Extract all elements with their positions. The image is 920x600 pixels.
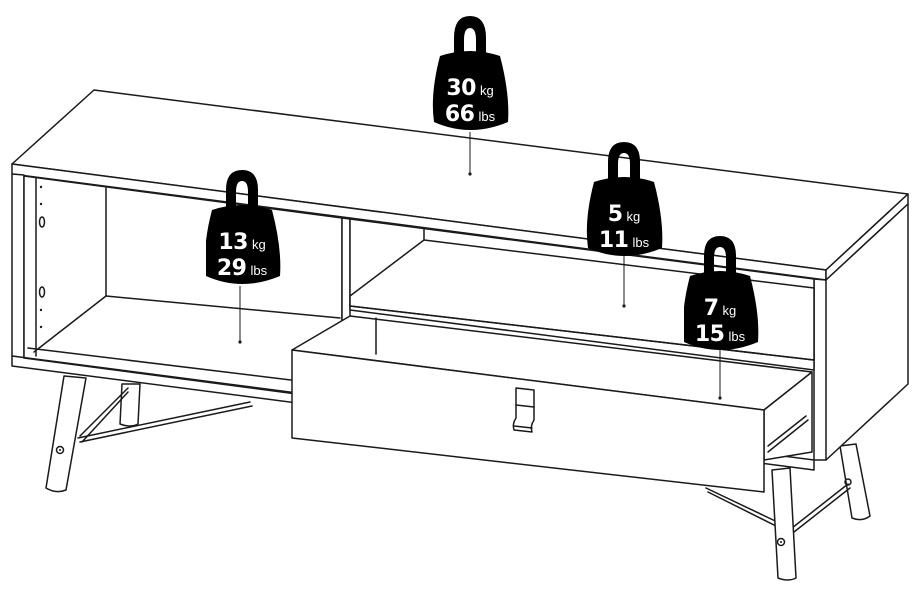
leg-braces	[77, 387, 852, 533]
weight-kg-unit: kg	[251, 237, 266, 252]
weight-kg-unit: kg	[479, 83, 494, 98]
weight-kg-unit: kg	[722, 303, 737, 318]
weight-lbs-value: 66	[444, 102, 475, 127]
weight-lbs-unit: lbs	[632, 235, 650, 250]
kettlebell-weight-icon	[684, 236, 759, 350]
weight-lbs-unit: lbs	[728, 329, 746, 344]
kettlebell-weight-icon	[432, 16, 509, 130]
weight-lbs-value: 11	[598, 228, 629, 253]
weight-lbs-unit: lbs	[478, 109, 496, 124]
leader-lines	[238, 132, 722, 400]
weight-kg-value: 5	[607, 202, 623, 227]
left-side-panel	[11, 173, 25, 359]
front-legs	[45, 375, 797, 581]
weight-kg-unit: kg	[626, 209, 641, 224]
weight-kg-value: 7	[703, 296, 719, 321]
open-drawer	[291, 315, 813, 493]
weight-lbs-value: 15	[694, 322, 725, 347]
weight-lbs-value: 29	[216, 256, 247, 281]
weight-kg-value: 30	[446, 76, 476, 101]
weight-lbs-unit: lbs	[250, 263, 268, 278]
weight-kg-value: 13	[218, 230, 248, 255]
drawer-handle	[512, 387, 535, 433]
kettlebell-weight-icon	[206, 170, 281, 284]
kettlebell-weight-icon	[586, 142, 663, 256]
cabinet-body	[11, 89, 909, 471]
